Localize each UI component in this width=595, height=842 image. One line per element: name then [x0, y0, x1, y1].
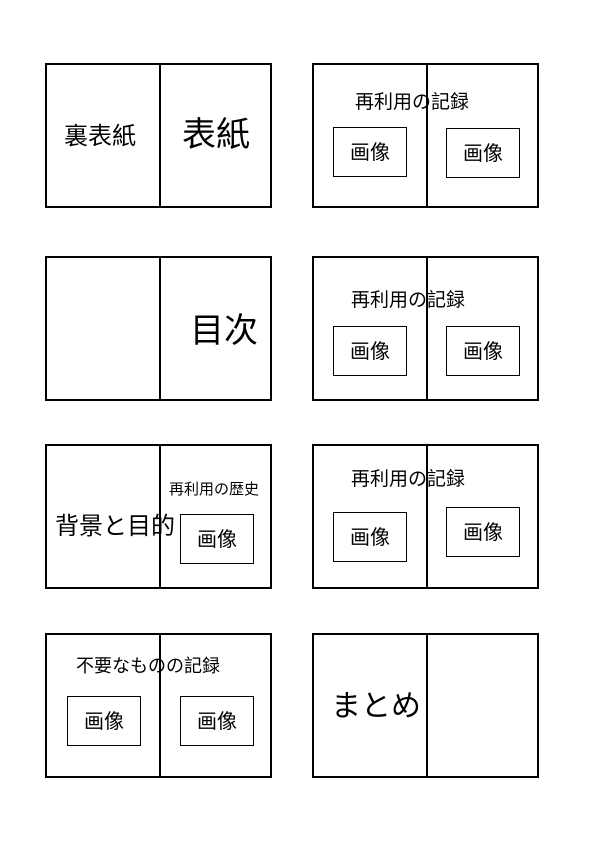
image-placeholder: 画像	[180, 696, 254, 746]
image-placeholder: 画像	[446, 507, 520, 557]
page-fold	[159, 635, 161, 776]
toc-label: 目次	[190, 311, 258, 351]
page-fold	[426, 446, 428, 587]
image-placeholder: 画像	[180, 514, 254, 564]
image-placeholder: 画像	[333, 512, 407, 562]
background-purpose-label: 背景と目的	[55, 512, 175, 540]
summary-label: まとめ	[331, 689, 421, 724]
page-fold	[426, 258, 428, 399]
image-placeholder: 画像	[446, 128, 520, 178]
spread-title: 不要なものの記録	[76, 656, 220, 677]
spread-background: 背景と目的 再利用の歴史 画像	[45, 444, 272, 589]
image-placeholder: 画像	[333, 127, 407, 177]
spread-reuse-record-3: 再利用の記録 画像 画像	[312, 444, 539, 589]
page-fold	[159, 258, 161, 399]
spread-unneeded-record: 不要なものの記録 画像 画像	[45, 633, 272, 778]
image-placeholder: 画像	[446, 326, 520, 376]
image-placeholder: 画像	[333, 326, 407, 376]
page-fold	[426, 65, 428, 206]
image-placeholder: 画像	[67, 696, 141, 746]
cover-label: 表紙	[182, 115, 250, 155]
spread-title: 再利用の記録	[351, 468, 466, 490]
spread-covers: 裏表紙 表紙	[45, 63, 272, 208]
reuse-history-label: 再利用の歴史	[169, 480, 260, 498]
page-fold	[159, 65, 161, 206]
spread-summary: まとめ	[312, 633, 539, 778]
spread-title: 再利用の記録	[351, 289, 466, 311]
page-fold	[159, 446, 161, 587]
spread-reuse-record-2: 再利用の記録 画像 画像	[312, 256, 539, 401]
page-fold	[426, 635, 428, 776]
back-cover-label: 裏表紙	[64, 122, 136, 150]
spread-toc: 目次	[45, 256, 272, 401]
spread-reuse-record-1: 再利用の記録 画像 画像	[312, 63, 539, 208]
spread-title: 再利用の記録	[355, 91, 470, 113]
